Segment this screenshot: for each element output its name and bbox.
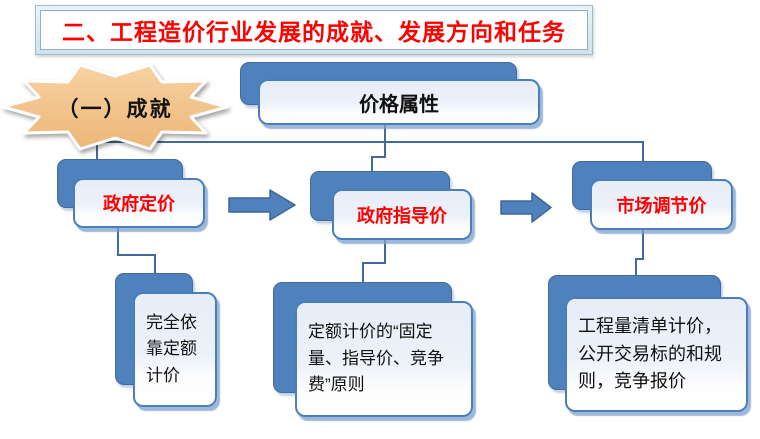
connector-line xyxy=(371,156,386,158)
right-arrow-icon xyxy=(228,189,296,221)
starburst-icon xyxy=(1,63,229,151)
stage1-box: 政府定价 xyxy=(73,178,205,228)
connector-line xyxy=(384,141,386,158)
connector-line xyxy=(96,141,644,143)
slide-title: 二、工程造价行业发展的成就、发展方向和任务 xyxy=(62,19,566,45)
connector-line xyxy=(96,141,98,162)
connector-line xyxy=(642,230,644,260)
root-node-label: 价格属性 xyxy=(359,93,439,116)
connector-line xyxy=(362,262,386,264)
detail1-text: 完全依靠定额计价 xyxy=(146,312,197,385)
connector-line xyxy=(384,240,386,264)
connector-line xyxy=(642,141,644,164)
stage3-label: 市场调节价 xyxy=(616,195,707,216)
slide-title-frame: 二、工程造价行业发展的成就、发展方向和任务 xyxy=(35,5,593,55)
connector-line xyxy=(154,254,156,276)
stage1-label: 政府定价 xyxy=(103,194,175,214)
stage3-box: 市场调节价 xyxy=(590,179,733,230)
detail1-box: 完全依靠定额计价 xyxy=(133,292,217,407)
connector-line xyxy=(384,125,386,143)
connector-line xyxy=(362,262,364,286)
connector-line xyxy=(371,156,373,174)
detail3-box: 工程量清单计价，公开交易标的和规则，竞争报价 xyxy=(565,297,748,412)
stage2-label: 政府指导价 xyxy=(357,205,447,226)
connector-line xyxy=(117,254,156,256)
connector-line xyxy=(117,228,119,256)
slide-title-inner: 二、工程造价行业发展的成就、发展方向和任务 xyxy=(40,10,588,50)
connector-line xyxy=(635,258,637,279)
stage2-box: 政府指导价 xyxy=(332,189,472,240)
detail3-text: 工程量清单计价，公开交易标的和规则，竞争报价 xyxy=(578,315,722,392)
section-badge-label: （一）成就 xyxy=(57,97,173,121)
detail2-text: 定额计价的“固定量、指导价、竞争费”原则 xyxy=(308,322,444,395)
connector-line xyxy=(635,258,644,260)
section-badge: （一）成就 xyxy=(0,60,230,155)
detail2-box: 定额计价的“固定量、指导价、竞争费”原则 xyxy=(295,301,473,417)
root-node-box: 价格属性 xyxy=(258,79,540,125)
right-arrow-icon xyxy=(500,192,552,223)
